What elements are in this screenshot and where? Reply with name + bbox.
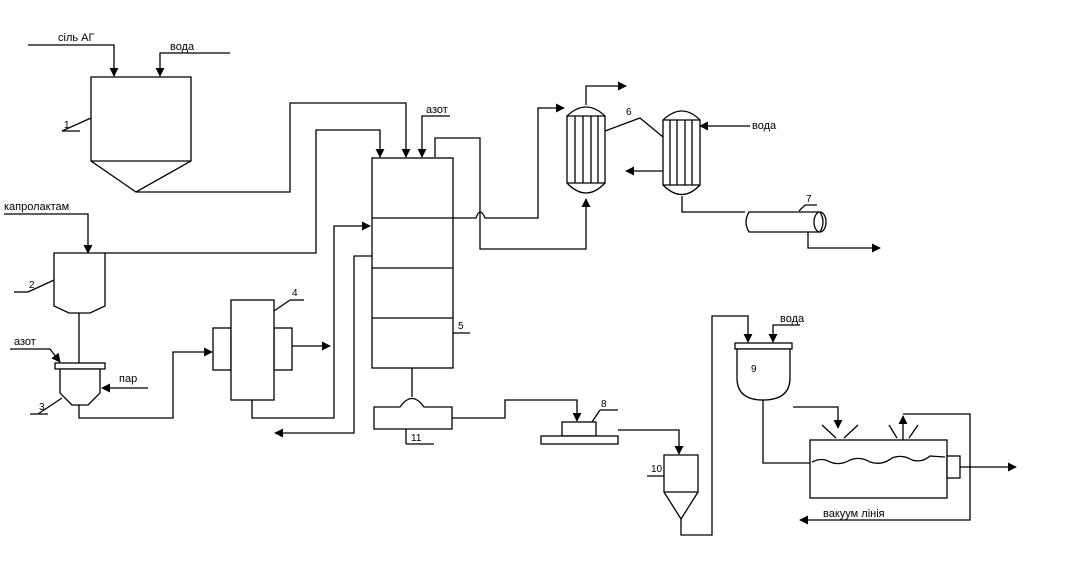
unit8-to-hopper10-line [618, 429, 684, 455]
condensers-link-line [604, 117, 664, 138]
equipment-number-9: 9 [751, 364, 757, 375]
receiver11-to-unit8-line [452, 399, 582, 422]
spray-right-2 [908, 424, 919, 439]
salt-ag-label: сіль АГ [58, 32, 94, 44]
crystallizer-9 [734, 342, 793, 401]
leader-4 [273, 299, 291, 312]
caprolactam-label: капролактам [4, 201, 69, 213]
equipment-number-11: 11 [411, 433, 422, 444]
caprolactam-line [4, 213, 93, 254]
column-return-line [274, 255, 372, 438]
equipment-number-4: 4 [292, 288, 298, 299]
condenser-to-tank7-line [681, 196, 745, 213]
nitrogen-left-label: азот [14, 336, 36, 348]
water-crystallizer-line [768, 324, 800, 343]
equipment-number-1: 1 [64, 120, 70, 131]
condenser-6a [566, 106, 606, 194]
column-5 [371, 157, 454, 369]
vacuum-line [799, 413, 971, 525]
condenser-6b [662, 110, 701, 196]
nitrogen-column-label: азот [426, 104, 448, 116]
nitrogen-left-line [10, 348, 61, 363]
tank7-outlet-line [807, 232, 881, 253]
heat-exchanger-4 [212, 299, 293, 401]
equipment-number-3: 3 [39, 402, 45, 413]
hopper10-to-crystallizer9-line [680, 315, 753, 536]
hopper-10 [663, 454, 699, 521]
salt-ag-line [28, 44, 119, 77]
column-to-condenser-line [453, 103, 565, 219]
leader-7 [798, 204, 817, 212]
spray-left-1 [821, 424, 837, 439]
exchanger4-to-column-line [251, 221, 371, 419]
unit-8 [540, 421, 619, 445]
column-top-outlet-line [434, 137, 591, 250]
condenser6a-vent-line [585, 81, 627, 105]
leader-3 [37, 397, 63, 415]
steam-label: пар [119, 373, 137, 385]
spray-left-2 [843, 424, 859, 439]
equipment-number-10: 10 [651, 464, 663, 475]
leader-8 [591, 409, 601, 423]
leader-2 [27, 279, 55, 293]
tank1-to-column-line [136, 102, 411, 193]
water-condenser-label: вода [752, 120, 777, 132]
equipment-number-7: 7 [806, 194, 812, 205]
apparatus3-to-exchanger4-line [78, 347, 213, 419]
wash-line [793, 406, 843, 429]
water-line-top [155, 52, 230, 77]
receiver-11 [373, 397, 453, 430]
spray-right-1 [888, 424, 898, 439]
apparatus-3 [54, 362, 106, 406]
tank-1 [90, 76, 192, 193]
tank-2 [53, 252, 106, 314]
equipment-number-2: 2 [29, 280, 35, 291]
tank-7 [745, 211, 827, 233]
equipment-number-6: 6 [626, 107, 632, 118]
equipment-number-5: 5 [458, 321, 464, 332]
crystallizer9-to-filter-line [762, 400, 810, 464]
tank2-to-column-line [105, 129, 385, 254]
nitrogen-column-line [417, 115, 450, 158]
vacuum-line-label: вакуум лінія [823, 508, 885, 520]
water-crystallizer-label: вода [780, 313, 805, 325]
equipment-number-8: 8 [601, 399, 607, 410]
vacuum-filter [809, 439, 961, 499]
water-label-top: вода [170, 41, 195, 53]
leader-1 [61, 117, 92, 132]
